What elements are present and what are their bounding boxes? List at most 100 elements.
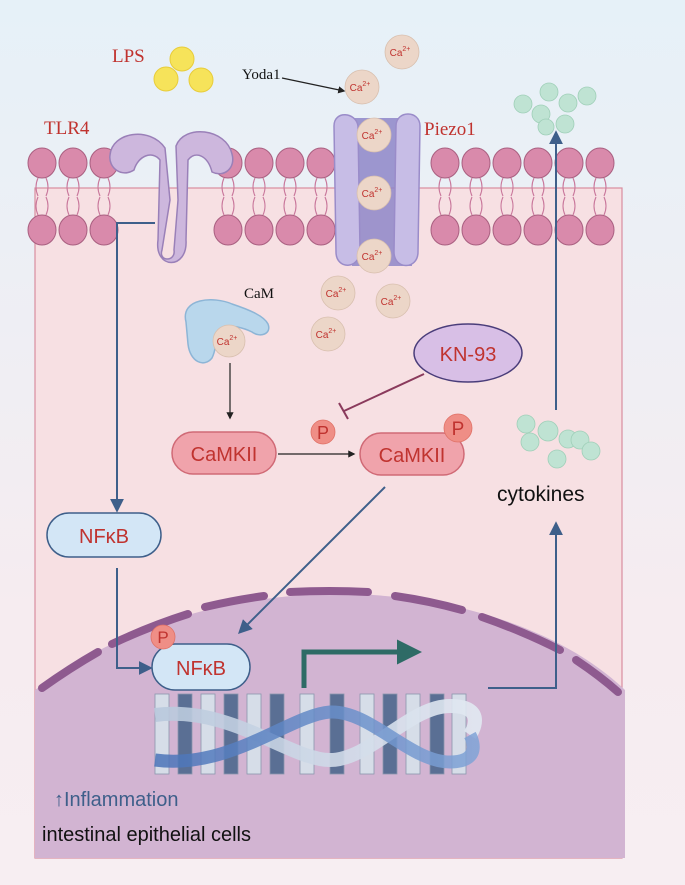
lipid-tail (469, 196, 483, 216)
tlr4-receptor (109, 131, 234, 264)
lps-label: LPS (112, 46, 145, 67)
nfkb-node-nuclear (151, 643, 251, 691)
inflammation-label: ↑Inflammation (54, 789, 179, 811)
kn93-label: KN-93 (440, 344, 497, 366)
lipid-head (89, 214, 119, 246)
yoda1-label: Yoda1 (242, 67, 281, 83)
lipid-tail (531, 177, 545, 197)
ca-ion (356, 238, 392, 274)
arrow-tlr4-to-nfkb (110, 222, 155, 513)
kn93-node (413, 323, 523, 383)
lipid-tail (97, 196, 111, 216)
ca-ion (344, 69, 380, 105)
phospho-circle (443, 413, 473, 443)
lipid-tail (66, 177, 80, 197)
lps-molecules (153, 46, 214, 93)
camkii-node-unphosphorylated (171, 431, 277, 475)
lipid-tail (314, 196, 328, 216)
cam-protein (184, 299, 270, 364)
lipid-tail (66, 196, 80, 216)
cell-type-label: intestinal epithelial cells (42, 824, 251, 846)
ca-ion (310, 316, 346, 352)
arrow-nfkb-to-nucleus (116, 568, 153, 675)
ca-ion (356, 175, 392, 211)
lipid-tail (221, 196, 235, 216)
camkii-label: CaMKII (379, 445, 446, 467)
membrane-lipid-tails (35, 177, 607, 216)
lipid-head (58, 147, 88, 179)
lipid-head (213, 214, 243, 246)
phospho-label: P (317, 423, 329, 443)
lipid-head (306, 147, 336, 179)
ca-label: Ca2+ (316, 328, 337, 341)
nuclear-envelope (38, 587, 622, 696)
ca-label: Ca2+ (390, 46, 411, 59)
ca-label: Ca2+ (362, 187, 383, 200)
calcium-ions (212, 34, 420, 358)
ca-label: Ca2+ (326, 287, 347, 300)
lipid-tail (500, 196, 514, 216)
arrow-yoda1-to-piezo1 (281, 77, 346, 94)
camkii-node-phosphorylated (359, 432, 465, 476)
lipid-tail (500, 177, 514, 197)
ca-label: Ca2+ (362, 250, 383, 263)
dna-base-pair (359, 693, 375, 775)
secreted-cytokines (513, 82, 597, 136)
lipid-head (554, 214, 584, 246)
transcription-start-arrow (301, 639, 422, 688)
lipid-head (523, 147, 553, 179)
lipid-head (461, 147, 491, 179)
lipid-tail (531, 196, 545, 216)
phospho-label: P (157, 628, 168, 647)
calcium-labels: Ca2+ Ca2+ Ca2+ Ca2+ Ca2+ Ca2+ Ca2+ Ca2+ … (217, 46, 411, 348)
dna-base-pair (405, 693, 421, 775)
ca-label: Ca2+ (350, 81, 371, 94)
nfkb-label: NFκB (79, 526, 129, 548)
ca-label: Ca2+ (381, 295, 402, 308)
phospho-groups (150, 413, 473, 650)
nfkb-node-cytoplasm (46, 512, 162, 558)
lipid-head (585, 214, 615, 246)
lipid-tail (469, 177, 483, 197)
tlr4-label: TLR4 (44, 118, 90, 139)
lipid-tail (314, 177, 328, 197)
piezo1-label: Piezo1 (424, 119, 476, 140)
phospho-circle (150, 624, 176, 650)
kn93-inhibition (338, 373, 425, 420)
lipid-head (554, 147, 584, 179)
lipid-tail (252, 196, 266, 216)
lipid-head (27, 214, 57, 246)
lipid-tail (562, 177, 576, 197)
lipid-tail (593, 196, 607, 216)
ca-ion (384, 34, 420, 70)
lipid-head (306, 214, 336, 246)
cam-label: CaM (244, 286, 274, 302)
arrow-camkii-to-nfkb (238, 486, 386, 634)
lipid-tail (35, 177, 49, 197)
lipid-head (244, 214, 274, 246)
lipid-head (244, 147, 274, 179)
dna-helix (154, 693, 482, 775)
lipid-tail (35, 196, 49, 216)
lipid-head (523, 214, 553, 246)
lipid-tail (593, 177, 607, 197)
ca-ion (212, 324, 246, 358)
lipid-head (492, 147, 522, 179)
lipid-tail (283, 196, 297, 216)
lipid-tail (283, 177, 297, 197)
ca-label: Ca2+ (362, 129, 383, 142)
phospho-label: P (452, 419, 465, 440)
lipid-head (58, 214, 88, 246)
lipid-tail (97, 177, 111, 197)
dna-base-pair (223, 693, 239, 775)
lipid-head (461, 214, 491, 246)
lipid-head (585, 147, 615, 179)
ca-ion (356, 117, 392, 153)
lipid-head (275, 214, 305, 246)
ca-ion (320, 275, 356, 311)
lipid-tail (221, 177, 235, 197)
lipid-tail (438, 196, 452, 216)
lipid-head (430, 214, 460, 246)
